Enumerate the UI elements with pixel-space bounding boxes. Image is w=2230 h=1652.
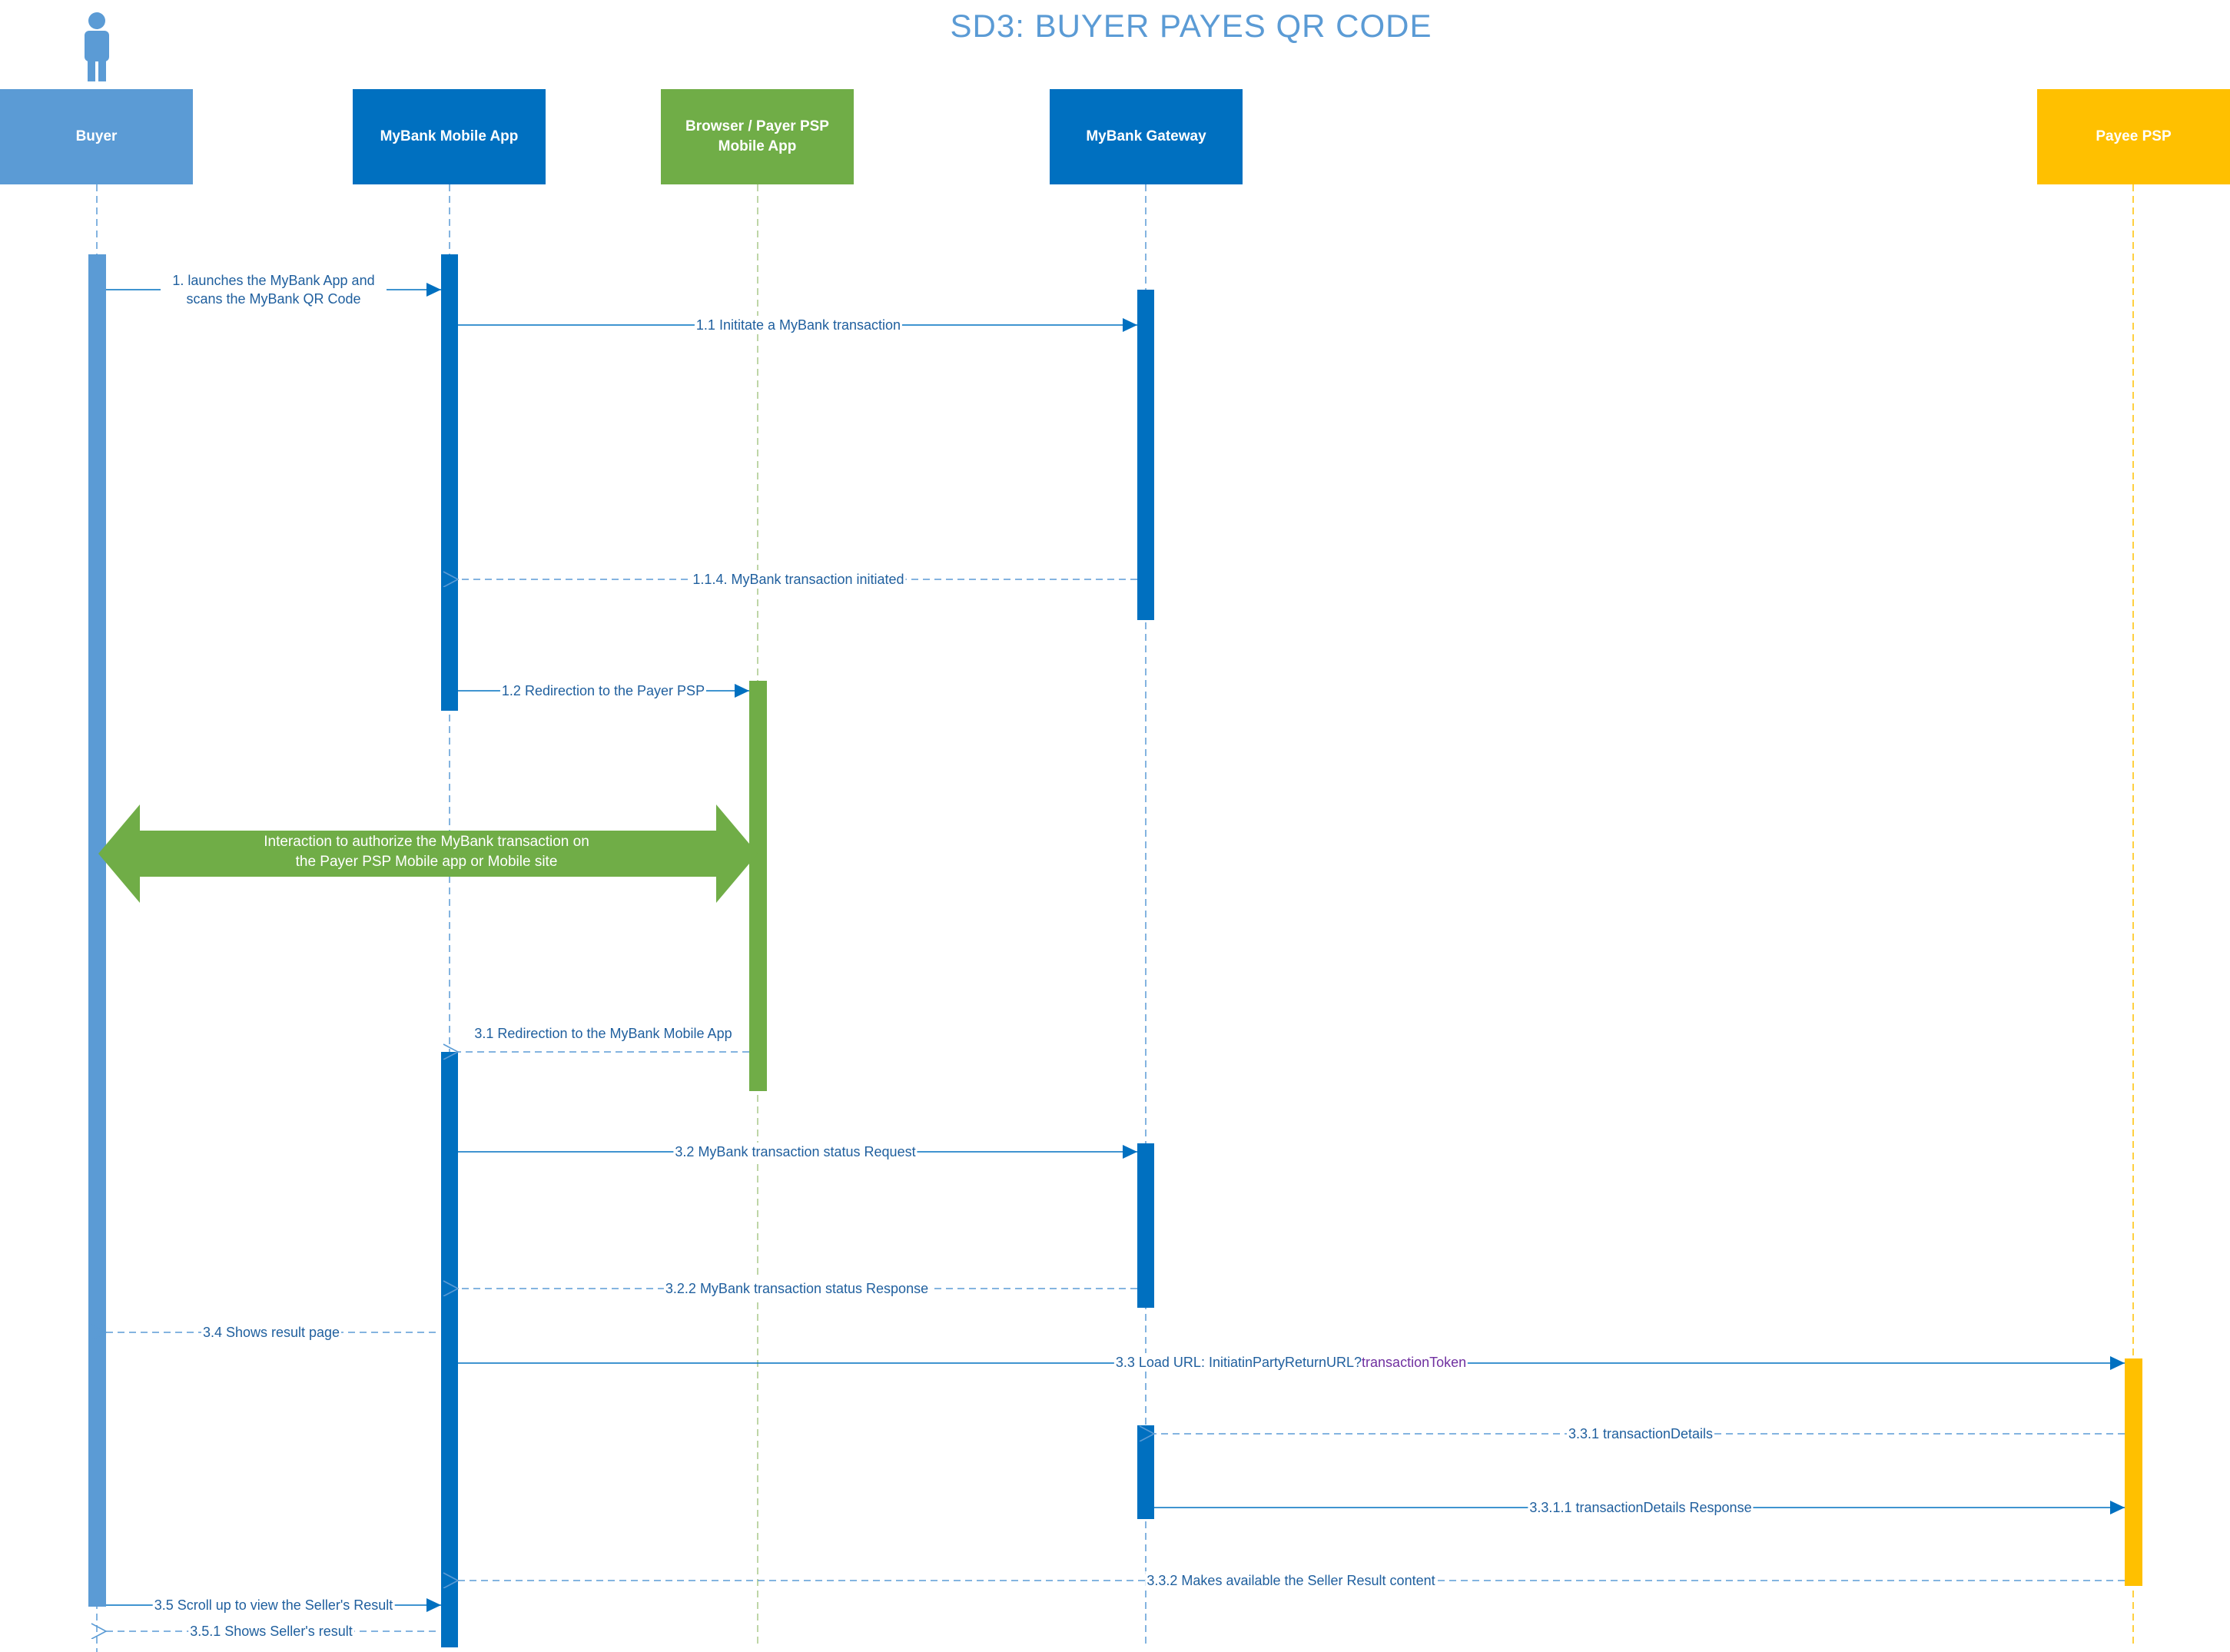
message-label: 3.5.1 Shows Seller's result: [188, 1622, 354, 1640]
activation-buyer: [88, 254, 106, 1607]
message-label: 3.3.1.1 transactionDetails Response: [1528, 1498, 1754, 1517]
message-label: 3.3.2 Makes available the Seller Result …: [1145, 1571, 1437, 1590]
activation-browser: [749, 681, 767, 1091]
participant-payee-psp: Payee PSP: [2037, 89, 2230, 184]
message-label: 3.3.1 transactionDetails: [1566, 1425, 1715, 1443]
message-label-text: 3.3 Load URL: InitiatinPartyReturnURL?: [1115, 1355, 1362, 1370]
participant-mybank-gateway: MyBank Gateway: [1050, 89, 1243, 184]
diagram-title: SD3: BUYER PAYES QR CODE: [950, 8, 1432, 44]
message-label: 3.2.2 MyBank transaction status Response: [663, 1279, 931, 1298]
activation-gateway-1: [1137, 290, 1154, 620]
message-label: 3.5 Scroll up to view the Seller's Resul…: [152, 1596, 395, 1614]
activation-gateway-2: [1137, 1143, 1154, 1308]
participant-browser-payer-psp: Browser / Payer PSP Mobile App: [661, 89, 854, 184]
message-label: 1.1.4. MyBank transaction initiated: [691, 570, 906, 589]
interaction-double-arrow: [98, 804, 758, 903]
message-label: 3.2 MyBank transaction status Request: [673, 1143, 918, 1161]
interaction-label: Interaction to authorize the MyBank tran…: [264, 834, 589, 870]
participant-label: Payee PSP: [2096, 128, 2172, 144]
activation-payee: [2125, 1358, 2142, 1586]
message-label: 1.1 Inititate a MyBank transaction: [694, 316, 903, 334]
participant-label: Buyer: [75, 128, 118, 144]
participant-label: Browser / Payer PSP Mobile App: [685, 118, 829, 154]
message-label-3-3: 3.3 Load URL: InitiatinPartyReturnURL?tr…: [1113, 1353, 1468, 1372]
message-label: 1.2 Redirection to the Payer PSP: [499, 682, 707, 700]
message-label: 3.4 Shows result page: [201, 1323, 342, 1342]
message-label: 1. launches the MyBank App and scans the…: [161, 271, 387, 308]
activation-mobile-app-1: [441, 254, 458, 711]
participant-buyer: Buyer: [0, 89, 193, 184]
activation-gateway-3: [1137, 1425, 1154, 1519]
participant-label: MyBank Mobile App: [380, 128, 519, 144]
activation-mobile-app-2: [441, 1052, 458, 1647]
participant-mybank-mobile-app: MyBank Mobile App: [353, 89, 546, 184]
participant-label: MyBank Gateway: [1086, 128, 1206, 144]
message-label: 3.1 Redirection to the MyBank Mobile App: [473, 1024, 734, 1043]
transaction-token-param: transactionToken: [1362, 1355, 1467, 1370]
person-icon: [85, 12, 109, 81]
